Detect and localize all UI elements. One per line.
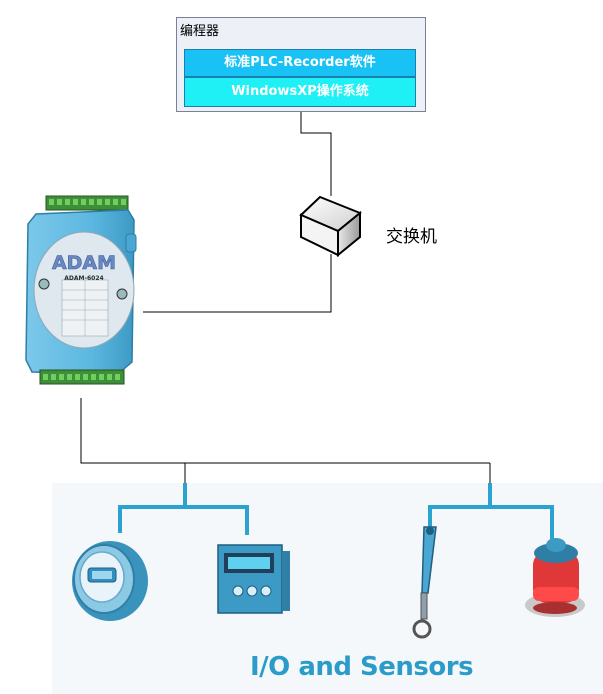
sensors-illustration [72,483,585,639]
round-sensor-icon [72,541,148,621]
programmer-title: 编程器 [180,24,220,39]
panel-meter-icon [217,544,290,614]
adam-module-icon: ADAM ADAM-6024 [25,195,137,385]
adam-brand-text: ADAM [52,252,116,274]
warning-beacon-icon [525,538,585,617]
line-adam-to-io [80,398,490,464]
line-programmer-to-switch [300,112,332,196]
programmer-box: 编程器 标准PLC-Recorder软件 WindowsXP操作系统 [176,17,426,112]
switch-cube-icon [299,195,362,257]
os-box: WindowsXP操作系统 [184,77,416,107]
probe-sensor-icon [412,526,437,639]
line-switch-to-adam [143,254,332,313]
sensor-bus-lines [118,483,554,539]
io-sensors-label: I/O and Sensors [250,652,474,682]
adam-model-text: ADAM-6024 [64,275,103,282]
switch-label: 交换机 [386,227,437,247]
software-box: 标准PLC-Recorder软件 [184,49,416,77]
